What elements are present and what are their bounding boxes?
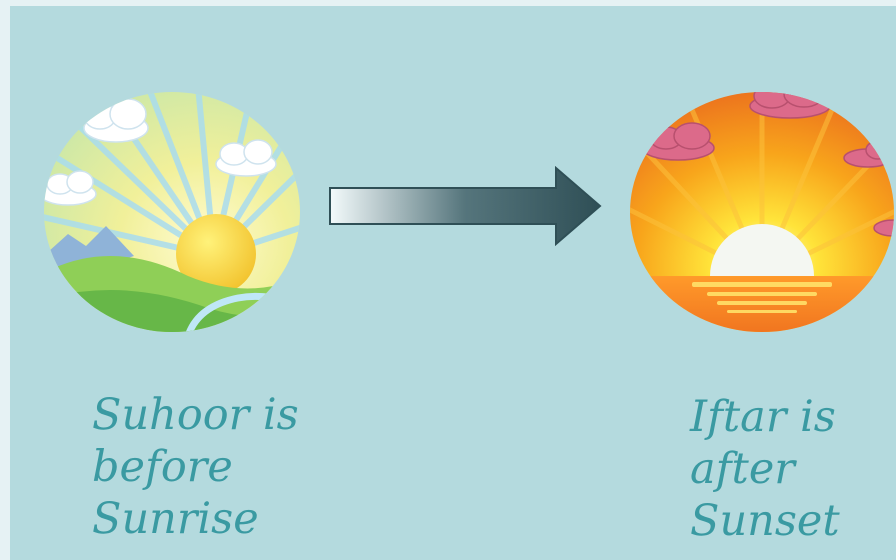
sunrise-caption: Suhoor is before Sunrise <box>92 389 299 545</box>
slide: Suhoor is before Sunrise Iftar is after … <box>10 6 896 560</box>
sunset-illustration <box>622 86 896 336</box>
sunrise-illustration <box>38 86 306 336</box>
sunset-caption: Iftar is after Sunset <box>690 391 840 547</box>
right-arrow-icon <box>328 166 604 246</box>
